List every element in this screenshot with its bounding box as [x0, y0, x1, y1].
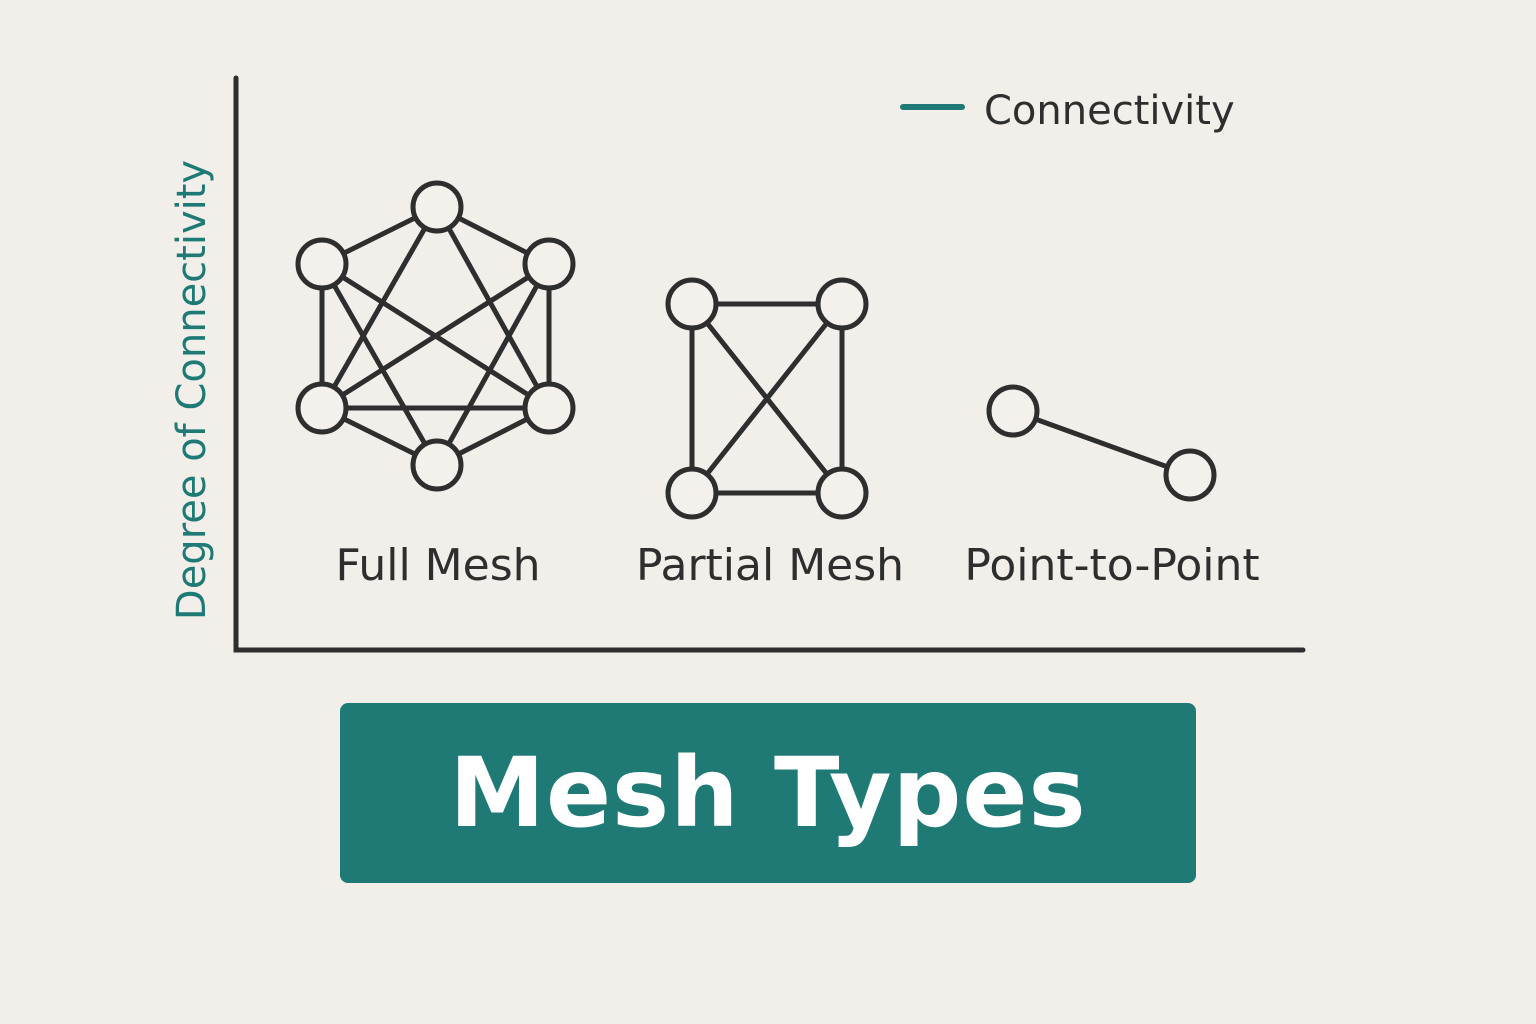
- node: [522, 381, 576, 435]
- full-mesh-nodes: [295, 180, 576, 492]
- legend-label: Connectivity: [984, 88, 1235, 134]
- edge: [319, 204, 440, 411]
- legend: Connectivity: [900, 88, 1235, 134]
- node: [665, 277, 719, 331]
- point-to-point-label: Point-to-Point: [964, 540, 1259, 591]
- full-mesh-diagram: Full Mesh: [295, 180, 576, 591]
- node: [522, 237, 576, 291]
- partial-mesh-edges: [689, 301, 845, 496]
- node: [410, 180, 464, 234]
- edge: [434, 204, 552, 411]
- full-mesh-label: Full Mesh: [335, 540, 540, 591]
- point-to-point-diagram: Point-to-Point: [964, 384, 1260, 591]
- partial-mesh-label: Partial Mesh: [636, 540, 904, 591]
- partial-mesh-nodes: [665, 277, 869, 520]
- node: [1163, 448, 1217, 502]
- title-banner: Mesh Types: [340, 703, 1196, 883]
- node: [815, 466, 869, 520]
- edge: [689, 301, 845, 496]
- node: [410, 438, 464, 492]
- node: [295, 237, 349, 291]
- y-axis-label: Degree of Connectivity: [169, 160, 215, 620]
- edge: [319, 261, 440, 468]
- full-mesh-edges: [319, 204, 552, 468]
- node: [295, 381, 349, 435]
- edge: [319, 261, 552, 411]
- chart-axes: [233, 75, 1306, 653]
- edge: [434, 261, 552, 468]
- title-banner-text: Mesh Types: [449, 737, 1087, 849]
- node: [665, 466, 719, 520]
- node: [986, 384, 1040, 438]
- edge: [1010, 408, 1193, 478]
- node: [815, 277, 869, 331]
- partial-mesh-diagram: Partial Mesh: [636, 277, 904, 591]
